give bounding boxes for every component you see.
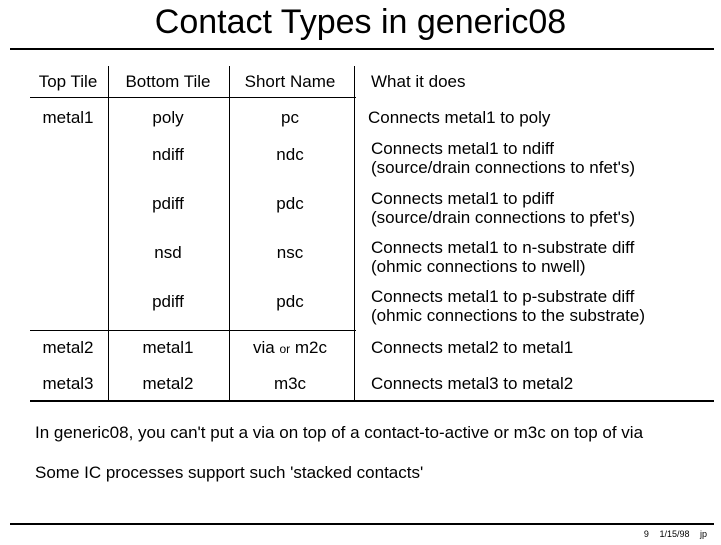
table-cell-desc: Connects metal3 to metal2 — [371, 374, 574, 393]
table-cell-short: m3c — [273, 374, 307, 393]
table-cell-bottom: pdiff — [152, 194, 184, 213]
table-cell-short: pdc — [276, 292, 304, 311]
table-cell-bottom: poly — [152, 108, 184, 127]
header-bottom-tile: Bottom Tile — [125, 72, 211, 91]
footer-rule — [10, 523, 714, 525]
table-cell-desc: (ohmic connections to the substrate) — [371, 306, 646, 325]
note-stacked-vias: In generic08, you can't put a via on top… — [35, 423, 644, 442]
table-cell-bottom: ndiff — [152, 145, 184, 164]
table-cell-short: nsc — [276, 243, 304, 262]
footer-initials: jp — [699, 529, 707, 539]
column-divider — [354, 66, 355, 400]
table-cell-desc: (ohmic connections to nwell) — [371, 257, 586, 276]
note-stacked-contacts: Some IC processes support such 'stacked … — [35, 463, 424, 482]
table-cell-bottom: pdiff — [152, 292, 184, 311]
short-name-m2c: m2c — [294, 338, 327, 357]
title-rule — [10, 48, 714, 50]
header-what-it-does: What it does — [371, 72, 466, 91]
table-cell-desc: Connects metal1 to ndiff — [371, 139, 555, 158]
table-bottom-rule — [30, 400, 714, 402]
table-cell-desc: Connects metal1 to pdiff — [371, 189, 555, 208]
header-rule — [30, 97, 356, 98]
table-cell-top: metal1 — [42, 108, 94, 127]
table-cell-desc: Connects metal1 to poly — [368, 108, 551, 127]
table-cell-bottom: metal1 — [142, 338, 194, 357]
column-divider — [229, 66, 230, 400]
table-cell-desc: Connects metal1 to p-substrate diff — [371, 287, 635, 306]
footer: 9 1/15/98 jp — [636, 529, 707, 540]
table-cell-short: via or m2c — [233, 338, 347, 359]
row-divider — [30, 330, 356, 331]
table-cell-short: ndc — [276, 145, 304, 164]
header-top-tile: Top Tile — [38, 72, 98, 91]
table-cell-top: metal3 — [42, 374, 94, 393]
header-short-name: Short Name — [244, 72, 336, 91]
table-cell-bottom: metal2 — [142, 374, 194, 393]
footer-date: 1/15/98 — [659, 529, 690, 539]
table-cell-desc: Connects metal2 to metal1 — [371, 338, 574, 357]
table-cell-short: pc — [281, 108, 299, 127]
table-cell-desc: (source/drain connections to pfet's) — [371, 208, 636, 227]
table-cell-desc: Connects metal1 to n-substrate diff — [371, 238, 635, 257]
table-cell-short: pdc — [276, 194, 304, 213]
column-divider — [108, 66, 109, 400]
short-name-or: or — [279, 342, 291, 356]
short-name-via: via — [253, 338, 275, 357]
slide-title: Contact Types in generic08 — [154, 3, 567, 41]
table-cell-top: metal2 — [42, 338, 94, 357]
table-cell-desc: (source/drain connections to nfet's) — [371, 158, 636, 177]
table-cell-bottom: nsd — [154, 243, 182, 262]
page-number: 9 — [643, 529, 649, 539]
